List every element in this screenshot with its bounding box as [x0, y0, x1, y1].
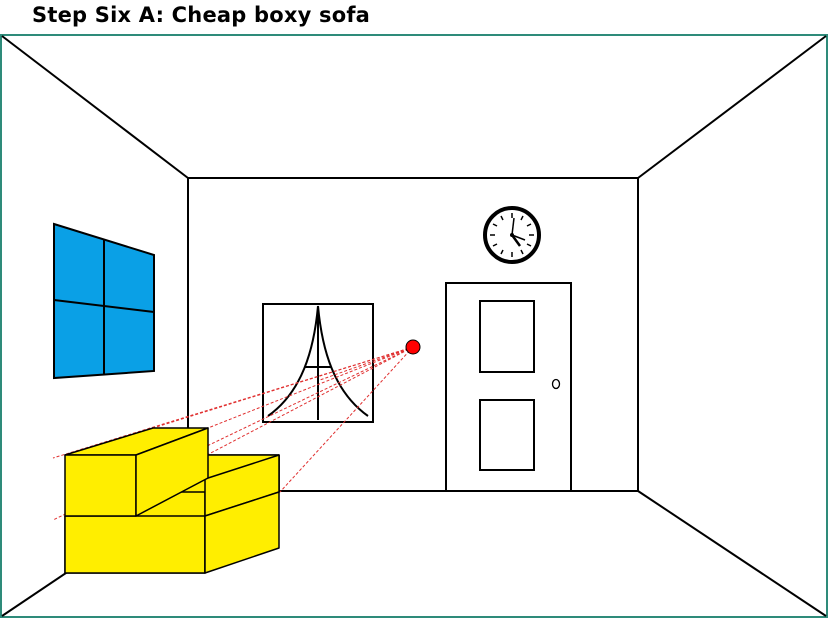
- door-icon: [445, 282, 572, 492]
- picture-frame-icon: [262, 303, 374, 423]
- window-icon: [53, 222, 155, 380]
- vanishing-point-icon: [405, 339, 421, 355]
- ceiling-edge-left: [1, 35, 189, 179]
- floor-edge-right: [637, 490, 827, 617]
- sofa-seat-front: [64, 515, 206, 574]
- back-wall: [187, 177, 639, 492]
- sofa-back-side: [135, 427, 209, 517]
- clock-icon: [483, 206, 541, 264]
- sofa-back-front: [64, 454, 137, 517]
- page-title: Step Six A: Cheap boxy sofa: [32, 3, 371, 27]
- sofa-icon: [64, 427, 280, 574]
- ceiling-edge-right: [637, 35, 827, 179]
